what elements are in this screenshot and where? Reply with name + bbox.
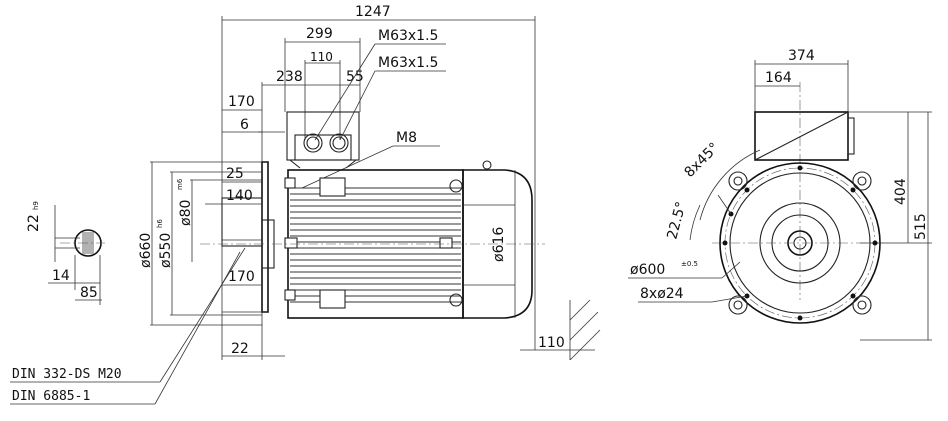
pcd-tolerance-label: ±0.5 (681, 260, 698, 268)
cooling-fins (290, 187, 461, 303)
removal-clearance-label: 110 (538, 335, 565, 351)
gland-thread-1-label: M63x1.5 (378, 28, 438, 44)
gland-offset-label: 55 (346, 69, 364, 85)
center-hole-spec-label: DIN 332-DS M20 (12, 367, 122, 382)
lifting-eye-bottom (449, 293, 463, 307)
gland-spacing-label: 110 (310, 50, 333, 64)
shaft-height-label: 85 (80, 285, 98, 301)
spigot-diameter-label: ø550 (158, 233, 174, 268)
terminal-box (286, 111, 360, 161)
box-width-label: 374 (788, 48, 815, 64)
shaft-end-length-label: 170 (228, 269, 255, 285)
shaft-length-label: 140 (226, 188, 253, 204)
terminal-box-offset-label: 238 (276, 69, 303, 85)
center-height-label: 404 (893, 178, 909, 205)
terminal-box-width-label: 299 (306, 26, 333, 42)
flange-to-box-label: 170 (228, 94, 255, 110)
body-diameter-label: ø616 (491, 227, 507, 262)
flange-thickness-label: 22 (231, 341, 249, 357)
pcd-label: ø600 (630, 262, 665, 278)
key-depth-label: 14 (52, 268, 70, 284)
earth-thread-label: M8 (396, 130, 417, 146)
key-spec-label: DIN 6885-1 (12, 389, 90, 404)
hole-offset-angle-label: 22.5° (664, 200, 689, 241)
spigot-depth-label: 6 (240, 117, 249, 133)
shaft-key-section: 22 h9 14 85 (26, 201, 105, 305)
overall-length-label: 1247 (355, 4, 391, 20)
spigot-tolerance-label: h6 (156, 219, 164, 228)
holes-label: 8xø24 (640, 286, 684, 302)
lug-bottom-left (728, 295, 748, 315)
shaft-diameter-label: ø80 (178, 200, 194, 226)
overall-height-label: 515 (913, 213, 929, 240)
shaft-key-offset-label: 25 (226, 166, 244, 182)
motor-end-view: 374 164 515 404 (628, 48, 932, 341)
lug-bottom-right (852, 295, 872, 315)
lug-top-left (728, 171, 748, 191)
fan-cowl (462, 169, 533, 319)
mounting-holes (722, 165, 878, 321)
lifting-eye-top (449, 179, 463, 193)
box-offset-label: 164 (765, 70, 792, 86)
hole-pattern-label: 8x45° (682, 140, 723, 181)
cable-gland-2 (329, 133, 349, 153)
motor-side-view: 1247 299 110 238 55 M63x1.5 M63x1.5 170 … (10, 4, 601, 405)
cable-gland-1 (303, 133, 323, 153)
key-tolerance-label: h9 (32, 201, 40, 210)
gland-thread-2-label: M63x1.5 (378, 55, 438, 71)
key-width-label: 22 (26, 214, 42, 232)
flange-diameter-label: ø660 (138, 233, 154, 268)
lug-top-right (852, 171, 872, 191)
shaft-tolerance-label: m6 (176, 178, 184, 190)
mounting-flange (261, 161, 269, 313)
